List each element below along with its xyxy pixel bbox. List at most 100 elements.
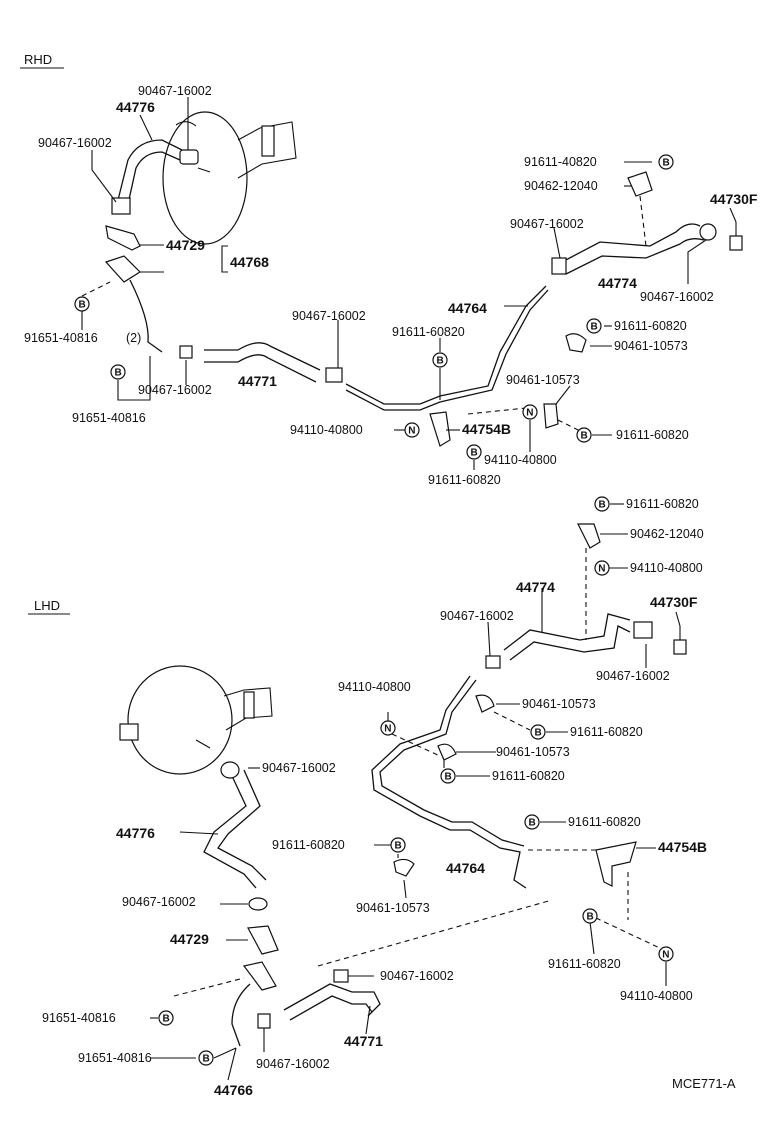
part-number: 90467-16002 xyxy=(138,84,212,98)
svg-text:N: N xyxy=(526,408,533,419)
part-number: 44774 xyxy=(598,275,637,291)
svg-text:B: B xyxy=(529,818,536,829)
svg-text:N: N xyxy=(662,950,669,961)
lhd-bracket-44754b xyxy=(595,841,637,887)
rhd-hose-44771 xyxy=(204,342,321,371)
part-number: 91611-60820 xyxy=(570,725,643,739)
part-number: 94110-40800 xyxy=(620,989,693,1003)
lhd-clamp-top xyxy=(220,761,240,779)
nut-symbol: N xyxy=(380,720,396,736)
rhd-bracket-44754b xyxy=(429,411,451,447)
rhd-bracket-44729 xyxy=(105,225,141,251)
rhd-pipe-44768 xyxy=(129,279,163,353)
part-number: 44754B xyxy=(658,839,707,855)
rhd-section-label: RHD xyxy=(24,52,52,67)
svg-text:N: N xyxy=(384,724,391,735)
bolt-symbol: B xyxy=(530,724,546,740)
bolt-symbol: B xyxy=(158,1010,174,1026)
svg-text:B: B xyxy=(115,368,122,379)
lhd-check-valve-44730f xyxy=(673,626,687,655)
part-number: 90467-16002 xyxy=(440,609,514,623)
bolt-symbol: B xyxy=(390,837,406,853)
part-number: 90461-10573 xyxy=(522,697,596,711)
part-number: 44768 xyxy=(230,254,269,270)
rhd-bracket-44768 xyxy=(104,255,141,283)
part-number: 90461-10573 xyxy=(506,373,580,387)
part-number: 91611-40820 xyxy=(524,155,597,169)
bolt-symbol: B xyxy=(432,352,448,368)
svg-text:B: B xyxy=(587,912,594,923)
bolt-symbol: B xyxy=(440,768,456,784)
part-number: 44730F xyxy=(650,594,698,610)
lhd-clamp-90461-c xyxy=(393,858,415,877)
part-number: 44774 xyxy=(516,579,555,595)
part-number: 91611-60820 xyxy=(614,319,687,333)
bolt-symbol: B xyxy=(198,1050,214,1066)
lhd-pipe-44764 xyxy=(371,675,527,889)
part-number: 44764 xyxy=(446,860,485,876)
lhd-clamp-90461-b xyxy=(437,743,457,761)
rhd-brake-booster xyxy=(162,111,297,245)
part-number: 94110-40800 xyxy=(630,561,703,575)
lhd-hose-44774 xyxy=(503,613,631,651)
rhd-hose-44774 xyxy=(561,223,701,263)
part-number: 90461-10573 xyxy=(356,901,430,915)
part-number: 90467-16002 xyxy=(262,761,336,775)
nut-symbol: N xyxy=(404,422,420,438)
part-number: 90467-16002 xyxy=(596,669,670,683)
rhd-clip-90462 xyxy=(627,171,653,197)
part-number: 94110-40800 xyxy=(338,680,411,694)
rhd-clamp-left xyxy=(111,197,131,215)
part-number: 91611-60820 xyxy=(392,325,465,339)
svg-text:B: B xyxy=(437,356,444,367)
rhd-clamp-mid xyxy=(325,367,343,383)
part-number: 91651-40816 xyxy=(72,411,146,425)
part-number: 44730F xyxy=(710,191,758,207)
part-number: 91611-60820 xyxy=(428,473,501,487)
part-number: 90462-12040 xyxy=(524,179,598,193)
part-number: 44771 xyxy=(238,373,277,389)
part-number: 91611-60820 xyxy=(492,769,565,783)
bolt-symbol: B xyxy=(576,427,592,443)
bolt-symbol: B xyxy=(586,318,602,334)
nut-symbol: N xyxy=(522,404,538,420)
part-number: 44771 xyxy=(344,1033,383,1049)
part-number: 91611-60820 xyxy=(548,957,621,971)
bolt-symbol: B xyxy=(466,444,482,460)
part-number: 90467-16002 xyxy=(292,309,366,323)
lhd-pipe-44766 xyxy=(231,983,251,1047)
bolt-symbol: B xyxy=(110,364,126,380)
svg-text:B: B xyxy=(79,300,86,311)
part-number: 90467-16002 xyxy=(122,895,196,909)
part-number: 91611-60820 xyxy=(616,428,689,442)
part-number: 91651-40816 xyxy=(78,1051,152,1065)
svg-text:B: B xyxy=(535,728,542,739)
svg-text:B: B xyxy=(163,1014,170,1025)
part-number: 90467-16002 xyxy=(380,969,454,983)
part-number: 90467-16002 xyxy=(138,383,212,397)
part-number: 90467-16002 xyxy=(256,1057,330,1071)
lhd-bracket-44766 xyxy=(242,961,277,991)
rhd-clamp-small xyxy=(179,345,193,359)
part-number: 90461-10573 xyxy=(496,745,570,759)
part-number: 44776 xyxy=(116,99,155,115)
lhd-clip-90462 xyxy=(577,523,601,549)
bolt-symbol: B xyxy=(594,496,610,512)
lhd-hose-44776 xyxy=(203,775,257,889)
part-number: 44729 xyxy=(166,237,205,253)
bolt-symbol: B xyxy=(74,296,90,312)
rhd-clamp-90461 xyxy=(565,333,587,353)
svg-text:B: B xyxy=(395,841,402,852)
lhd-clamp-bottom xyxy=(248,897,268,911)
lhd-brake-booster xyxy=(119,665,273,775)
part-number: 91611-60820 xyxy=(568,815,641,829)
part-number: 94110-40800 xyxy=(484,453,557,467)
svg-text:B: B xyxy=(445,772,452,783)
part-number: 44754B xyxy=(462,421,511,437)
drawing-code: MCE771-A xyxy=(672,1076,736,1091)
svg-text:B: B xyxy=(591,322,598,333)
svg-text:B: B xyxy=(599,500,606,511)
part-number: 44776 xyxy=(116,825,155,841)
part-number: 44764 xyxy=(448,300,487,316)
